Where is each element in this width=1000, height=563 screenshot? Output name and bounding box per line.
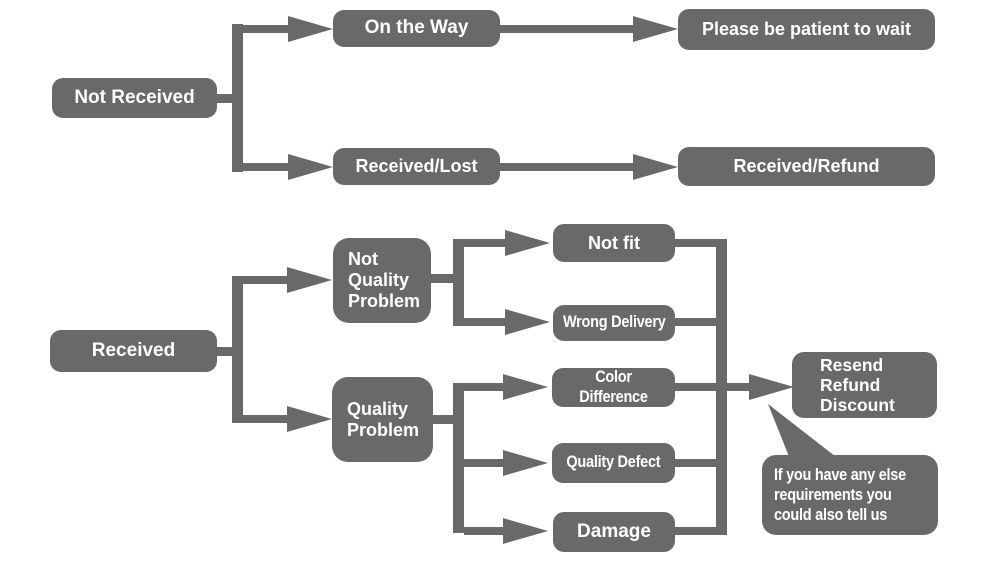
flow-node-quality-problem: Quality Problem <box>332 377 433 462</box>
node-label: On the Way <box>364 17 469 39</box>
connector-bus-line <box>716 239 727 535</box>
node-label: Quality Problem <box>347 398 420 440</box>
connector-line <box>464 527 506 535</box>
node-label: Color Difference <box>579 368 648 406</box>
flow-node-color-difference: Color Difference <box>552 368 675 407</box>
connector-line <box>237 25 289 33</box>
connector-line <box>675 318 717 326</box>
connector-line <box>675 239 717 247</box>
flow-node-wrong-delivery: Wrong Delivery <box>553 305 675 341</box>
connector-line <box>464 318 508 326</box>
flow-node-not-fit: Not fit <box>553 224 675 262</box>
note-label: If you have any else requirements you co… <box>774 465 906 525</box>
node-label: Resend Refund Discount <box>820 354 895 416</box>
connector-line <box>500 25 635 33</box>
arrowhead-icon <box>749 374 794 400</box>
connector-line <box>431 274 457 283</box>
connector-line <box>237 276 287 284</box>
arrowhead-icon <box>633 154 678 180</box>
flow-node-received-lost: Received/Lost <box>333 148 500 185</box>
connector-line <box>727 383 751 391</box>
node-label: Received <box>91 339 176 361</box>
node-label: Not Received <box>74 86 195 108</box>
connector-line <box>464 459 506 467</box>
arrowhead-icon <box>288 16 333 42</box>
connector-line <box>453 383 464 533</box>
node-label: Quality Defect <box>566 453 661 472</box>
node-label: Not fit <box>588 232 640 253</box>
arrowhead-icon <box>503 374 548 400</box>
flow-node-please-be-patient: Please be patient to wait <box>678 9 935 50</box>
flow-node-damage: Damage <box>553 512 675 552</box>
node-label: Received/Lost <box>355 156 478 177</box>
connector-line <box>215 347 237 356</box>
node-label: Please be patient to wait <box>701 19 912 40</box>
connector-line <box>675 383 717 391</box>
arrowhead-icon <box>505 230 550 256</box>
node-label: Damage <box>577 520 651 542</box>
connector-line <box>215 94 237 103</box>
arrowhead-icon <box>633 16 678 42</box>
arrowhead-icon <box>503 450 548 476</box>
flow-node-on-the-way: On the Way <box>333 10 500 47</box>
connector-line <box>433 415 457 424</box>
connector-line <box>675 527 717 535</box>
arrowhead-icon <box>505 309 550 335</box>
arrowhead-icon <box>288 154 333 180</box>
flow-node-received-refund: Received/Refund <box>678 147 935 186</box>
node-label: Not Quality Problem <box>348 249 421 311</box>
connector-line <box>675 459 717 467</box>
flow-node-not-quality-problem: Not Quality Problem <box>333 238 431 323</box>
connector-line <box>464 239 508 247</box>
flow-node-received: Received <box>50 330 217 372</box>
connector-line <box>453 239 464 326</box>
flow-node-resend-refund-discount: Resend Refund Discount <box>792 352 937 418</box>
node-label: Wrong Delivery <box>562 313 666 332</box>
connector-line <box>237 163 289 171</box>
arrowhead-icon <box>287 267 332 293</box>
node-label: Received/Refund <box>733 156 880 177</box>
speech-bubble-note: If you have any else requirements you co… <box>762 455 938 535</box>
connector-line <box>232 24 243 172</box>
arrowhead-icon <box>287 406 332 432</box>
connector-line <box>464 383 506 391</box>
connector-line <box>232 276 243 423</box>
arrowhead-icon <box>503 518 548 544</box>
flow-node-quality-defect: Quality Defect <box>552 443 675 483</box>
connector-line <box>500 163 635 171</box>
flow-node-not-received: Not Received <box>52 78 217 118</box>
connector-line <box>237 415 287 423</box>
